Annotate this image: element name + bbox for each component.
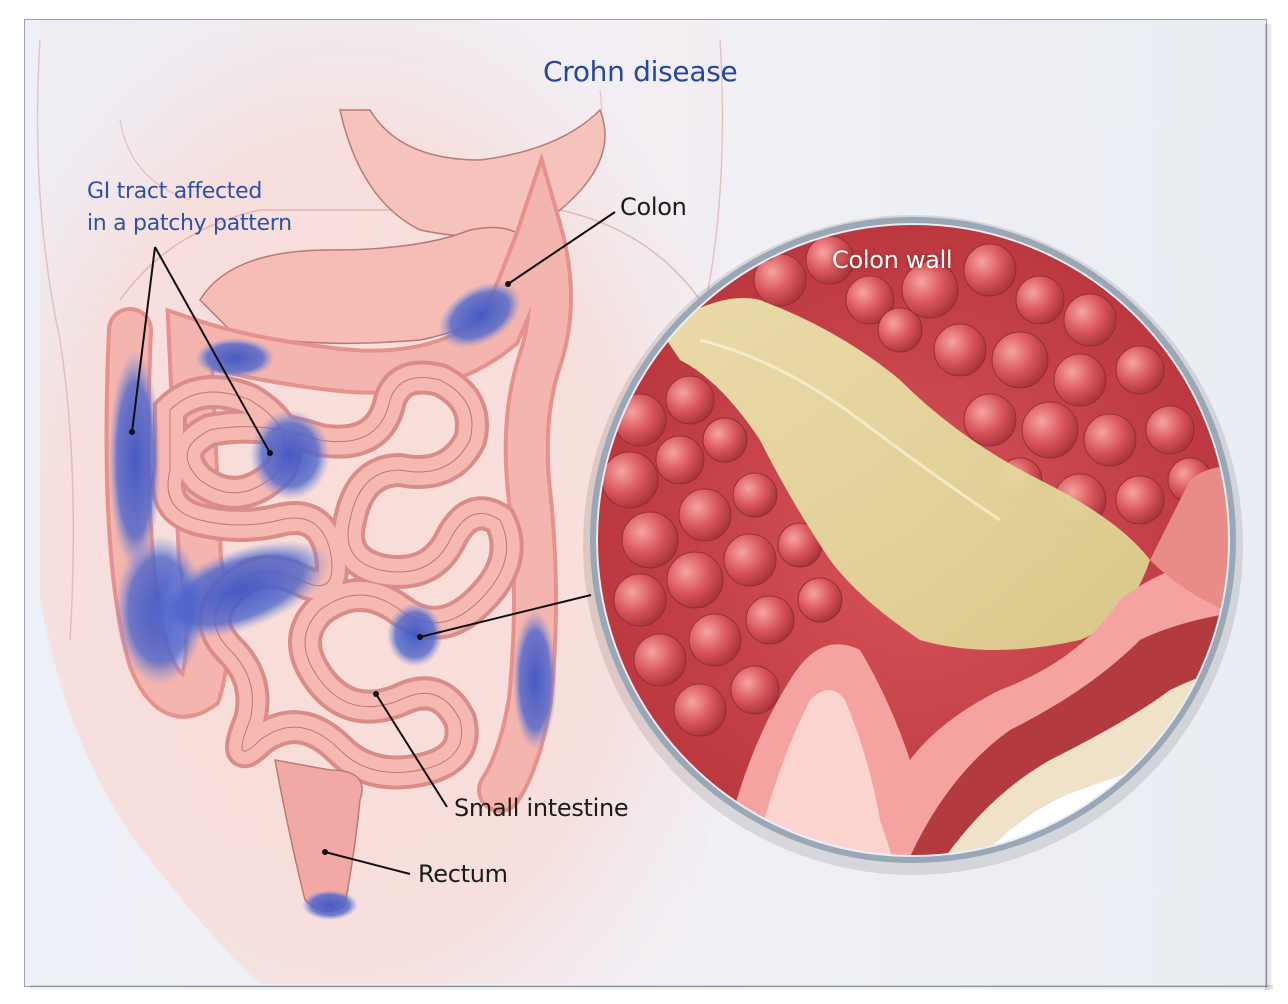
- colon-label: Colon: [620, 193, 687, 221]
- page-title: Crohn disease: [543, 55, 738, 88]
- colon-wall-label: Colon wall: [832, 246, 953, 274]
- rectum-label: Rectum: [418, 860, 508, 888]
- small-intestine-label: Small intestine: [454, 794, 629, 822]
- patchy-pattern-label-line1: GI tract affected: [87, 179, 263, 204]
- frame-shadow: [1265, 24, 1273, 990]
- patchy-pattern-label-line2: in a patchy pattern: [87, 211, 292, 236]
- frame-shadow-bottom: [30, 985, 1273, 991]
